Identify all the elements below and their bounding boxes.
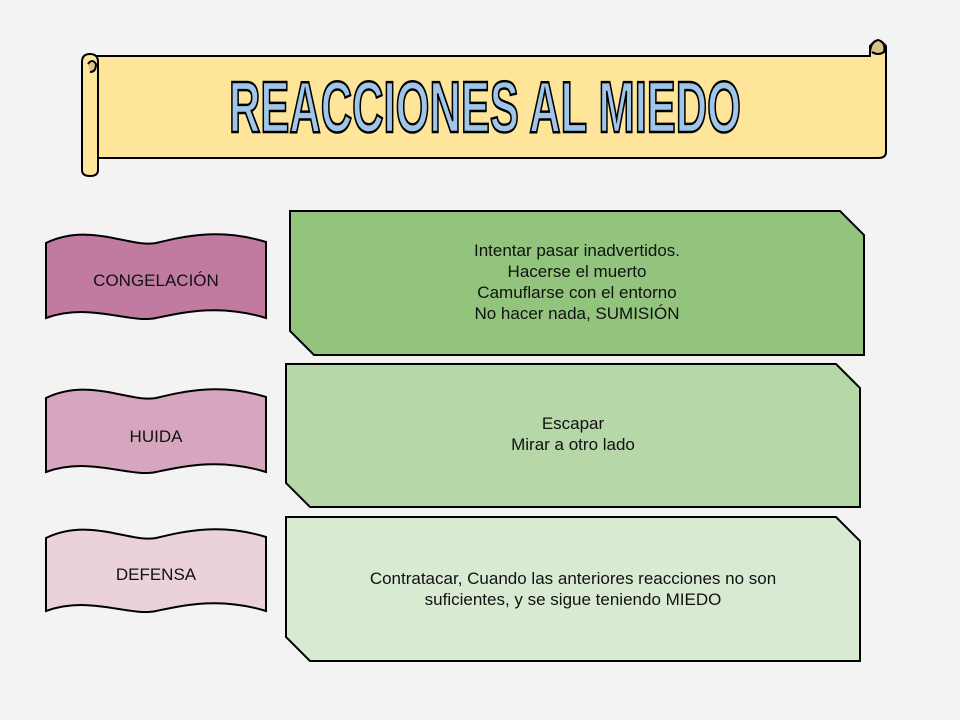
box-huida bbox=[285, 363, 861, 508]
text-line: Hacerse el muerto bbox=[507, 262, 647, 281]
text-line: No hacer nada, SUMISIÓN bbox=[474, 304, 680, 323]
text-line: Camuflarse con el entorno bbox=[477, 283, 677, 302]
box-text-defensa: Contratacar, Cuando las anteriores reacc… bbox=[286, 517, 860, 661]
text-line: Mirar a otro lado bbox=[511, 435, 635, 454]
flag-defensa bbox=[45, 528, 267, 613]
text-line: Contratacar, Cuando las anteriores reacc… bbox=[369, 569, 777, 588]
text-line: suficientes, y se sigue teniendo MIEDO bbox=[424, 590, 722, 609]
title-text: REACCIONES AL MIEDO bbox=[229, 68, 741, 148]
flag-label-congelacion: CONGELACIÓN bbox=[93, 270, 219, 290]
box-congelacion bbox=[289, 210, 865, 356]
title-scroll-banner: REACCIONES AL MIEDO bbox=[81, 38, 887, 178]
flag-congelacion bbox=[45, 233, 267, 320]
box-text-huida: Escapar Mirar a otro lado bbox=[286, 370, 860, 504]
flag-huida bbox=[45, 388, 267, 474]
flag-label-defensa: DEFENSA bbox=[115, 564, 197, 584]
box-defensa bbox=[285, 516, 861, 662]
text-line: Escapar bbox=[541, 414, 605, 433]
flag-label-huida: HUIDA bbox=[129, 426, 183, 446]
text-line: Intentar pasar inadvertidos. bbox=[473, 241, 680, 260]
box-text-congelacion: Intentar pasar inadvertidos. Hacerse el … bbox=[290, 211, 864, 355]
